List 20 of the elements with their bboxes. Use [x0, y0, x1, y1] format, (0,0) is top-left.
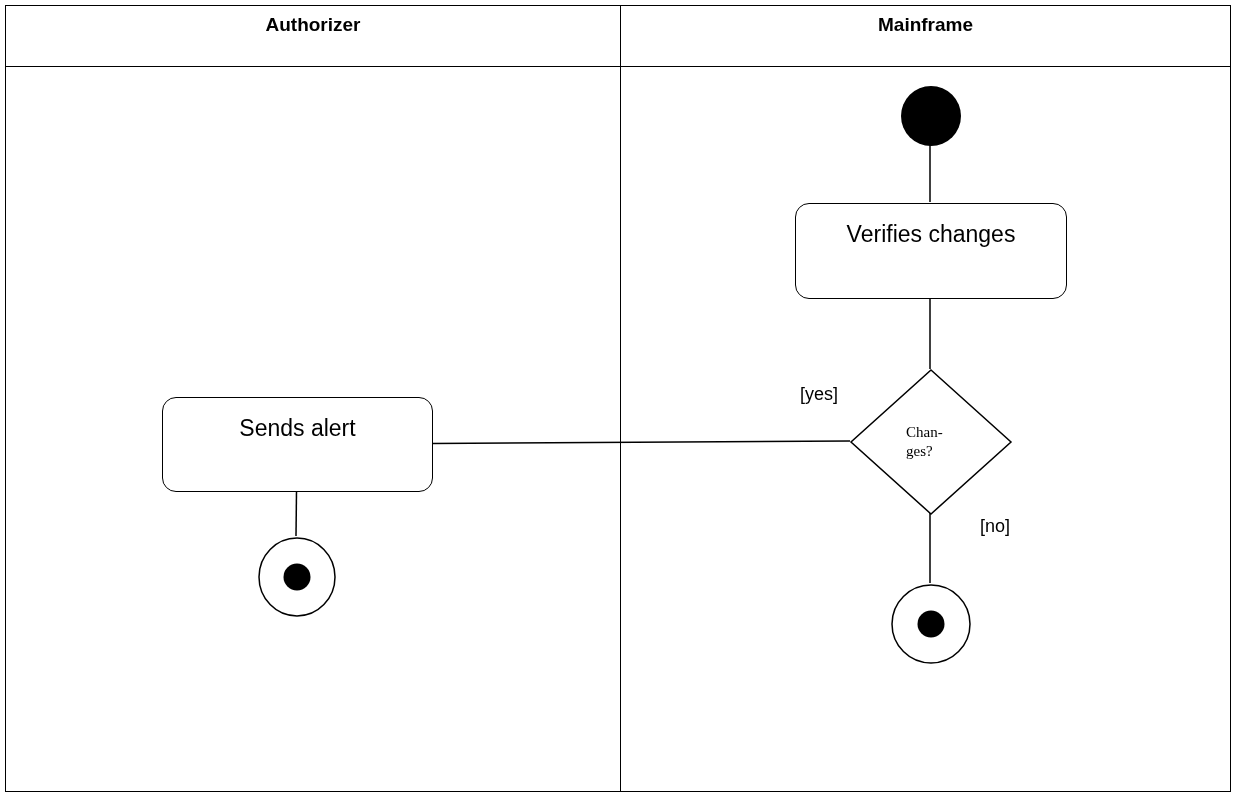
connector-line	[929, 512, 931, 584]
connector-line	[431, 440, 851, 445]
edge-label: [yes]	[800, 384, 838, 405]
lane-title: Mainframe	[877, 14, 974, 36]
decision-diamond	[851, 370, 1011, 514]
activity-label: Sends alert	[239, 415, 356, 442]
initial-node	[901, 86, 961, 146]
lane-title: Authorizer	[264, 14, 362, 36]
decision-label: Chan- ges?	[906, 422, 944, 460]
final-node	[258, 537, 336, 617]
activity-box	[795, 203, 1067, 299]
activity-box	[162, 397, 433, 492]
connector-line	[929, 144, 931, 203]
activity-label: Verifies changes	[846, 221, 1016, 248]
edge-label: [no]	[980, 516, 1011, 537]
final-node	[891, 584, 971, 664]
swimlane	[620, 5, 1231, 792]
connector-line	[295, 490, 298, 537]
swimlane	[5, 5, 621, 792]
connector-line	[929, 297, 931, 370]
